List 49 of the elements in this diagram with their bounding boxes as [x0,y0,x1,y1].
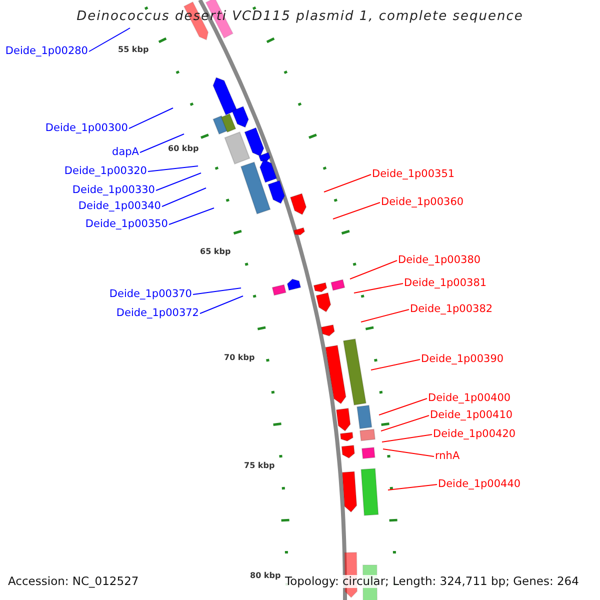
leader-line [200,296,244,314]
genome-info-text: Topology: circular; Length: 324,711 bp; Genes: 264 [285,575,579,588]
leader-line [388,484,438,490]
scale-label: 70 kbp [224,353,255,362]
gene-label: Deide_1p00410 [430,409,513,422]
leader-line [192,288,242,295]
leader-line [140,134,184,153]
leader-line [378,398,428,416]
scale-label: 55 kbp [118,45,149,54]
leader-line [360,309,410,322]
gene-label: Deide_1p00370 [109,288,192,301]
gene-label: Deide_1p00400 [428,392,511,405]
gene-label: Deide_1p00330 [72,184,155,197]
gene-label: Deide_1p00382 [410,303,493,316]
gene-label: Deide_1p00320 [64,165,147,178]
scale-label: 60 kbp [168,144,199,153]
leader-line [382,448,434,457]
leader-line [332,202,380,220]
leader-line [168,208,214,225]
gene-label: Deide_1p00380 [398,254,481,267]
gene-label: Deide_1p00381 [404,277,487,290]
gene-label: Deide_1p00350 [85,218,168,231]
gene-label: Deide_1p00390 [421,353,504,366]
leader-line [88,28,130,52]
scale-label: 65 kbp [200,247,231,256]
gene-label: Deide_1p00300 [45,122,128,135]
scale-label: 80 kbp [250,571,281,580]
scale-label: 75 kbp [244,461,275,470]
gene-label: Deide_1p00340 [78,200,161,213]
leader-line [148,166,198,172]
leader-line [162,188,206,207]
gene-label: Deide_1p00351 [372,168,455,181]
leader-line [370,359,420,370]
accession-text: Accession: NC_012527 [8,575,139,588]
leader-line [354,283,404,294]
title: Deinococcus deserti VCD115 plasmid 1, complete sequence [76,10,524,23]
gene-label: Deide_1p00372 [116,307,199,320]
gene-label: dapA [112,146,139,159]
leader-line [128,108,174,129]
leader-line [156,172,202,191]
leader-line [380,415,430,432]
gene-label: Deide_1p00280 [5,45,88,58]
leader-line [382,434,432,442]
leader-line [350,260,398,280]
gene-label: Deide_1p00440 [438,478,521,491]
gene-label: Deide_1p00360 [381,196,464,209]
gene-label: rnhA [435,450,460,463]
leader-line [324,174,372,192]
gene-label: Deide_1p00420 [433,428,516,441]
